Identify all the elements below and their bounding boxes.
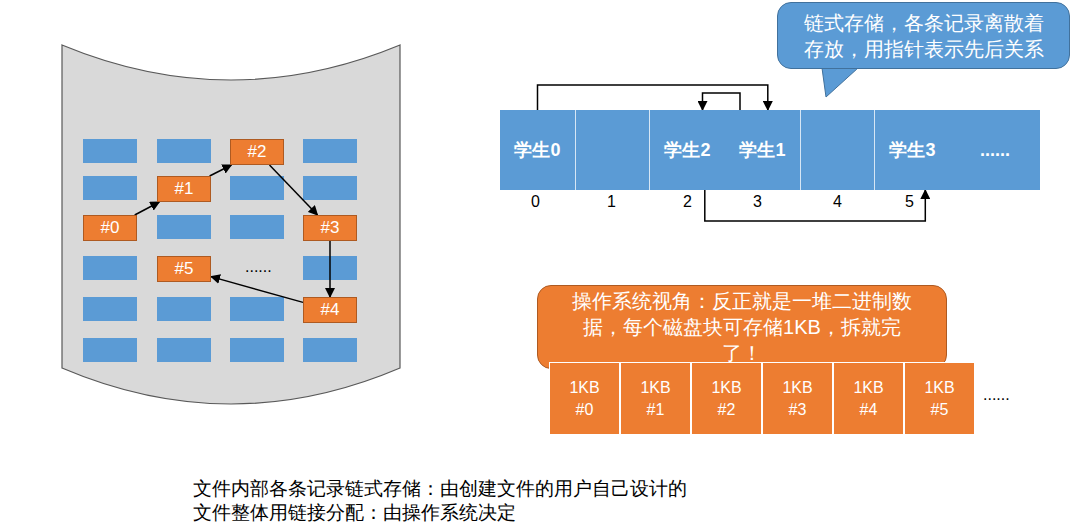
ellipsis: ...... xyxy=(245,258,272,276)
note-text: 文件内部各条记录链式存储：由创建文件的用户自己设计的 xyxy=(193,476,687,502)
node-text: ...... xyxy=(980,140,1010,161)
record-cell: ...... xyxy=(950,110,1040,190)
note-text: 文件整体用链接分配：由操作系统决定 xyxy=(193,502,516,523)
node-text: #1 xyxy=(175,179,194,199)
pointer-arrow xyxy=(211,277,303,303)
disk-block xyxy=(83,139,137,163)
node-text: 1KB #2 xyxy=(711,377,741,420)
disk-block xyxy=(83,176,137,200)
disk-block xyxy=(230,338,284,362)
disk-block xyxy=(83,256,137,280)
block-cell: 1KB #4 xyxy=(833,362,904,435)
disk-cylinder xyxy=(62,45,400,404)
block-row-frame xyxy=(549,362,975,435)
node-text: 学生3 xyxy=(889,138,935,162)
node-text: 链式存储，各条记录离散着存放，用指针表示先后关系 xyxy=(801,10,1047,62)
node-text: 1KB #3 xyxy=(782,377,812,420)
node-text: 1KB #5 xyxy=(924,377,954,420)
pointer-arrow xyxy=(705,190,926,221)
callout-bubble: 链式存储，各条记录离散着存放，用指针表示先后关系 xyxy=(777,2,1070,69)
record-cell: 学生0 xyxy=(500,110,575,190)
block-cell: 1KB #1 xyxy=(620,362,691,435)
node-text: #4 xyxy=(321,300,340,320)
pointer-arrow xyxy=(135,202,160,215)
ellipsis: ...... xyxy=(245,258,272,275)
node-text: 1KB #1 xyxy=(640,377,670,420)
disk-block-used: #3 xyxy=(303,215,357,241)
disk-block xyxy=(303,176,357,200)
disk-block xyxy=(157,215,211,239)
node-text: 操作系统视角：反正就是一堆二进制数据，每个磁盘块可存储1KB，拆就完了！ xyxy=(568,288,916,366)
disk-block-used: #2 xyxy=(230,139,284,165)
index-number: 1 xyxy=(607,193,616,210)
node-text: 学生1 xyxy=(739,138,785,162)
index-number: 4 xyxy=(833,193,842,210)
index-number: 3 xyxy=(753,193,762,210)
record-cell: 学生1 xyxy=(725,110,800,190)
disk-block-used: #4 xyxy=(303,297,357,323)
node-text: #5 xyxy=(175,259,194,279)
index-number: 2 xyxy=(683,193,692,210)
disk-block-used: #1 xyxy=(157,176,211,202)
record-cell: 学生2 xyxy=(650,110,725,190)
disk-block xyxy=(83,338,137,362)
index-number: 0 xyxy=(531,193,540,211)
ellipsis: ...... xyxy=(983,386,1010,404)
index-number: 5 xyxy=(905,193,914,210)
callout-bubble: 操作系统视角：反正就是一堆二进制数据，每个磁盘块可存储1KB，拆就完了！ xyxy=(537,285,947,369)
disk-block xyxy=(157,338,211,362)
pointer-arrow xyxy=(270,165,318,215)
callout-tail xyxy=(822,68,858,97)
index-number: 2 xyxy=(683,193,692,211)
node-text: 学生0 xyxy=(514,138,560,162)
block-cell: 1KB #5 xyxy=(904,362,975,435)
node-text: 学生2 xyxy=(664,138,710,162)
block-cell: 1KB #3 xyxy=(762,362,833,435)
disk-block xyxy=(230,176,284,200)
index-number: 3 xyxy=(753,193,762,211)
disk-block xyxy=(83,297,137,321)
node-text: #2 xyxy=(248,142,267,162)
disk-grid xyxy=(83,139,357,362)
ellipsis: ...... xyxy=(983,386,1010,403)
disk-block xyxy=(157,139,211,163)
pointer-arrow xyxy=(329,241,331,297)
index-number: 0 xyxy=(531,193,540,210)
block-cell: 1KB #0 xyxy=(549,362,620,435)
record-separators xyxy=(575,110,950,190)
disk-block xyxy=(230,215,284,239)
disk-block xyxy=(157,297,211,321)
disk-block-used: #5 xyxy=(157,256,211,282)
node-text: 1KB #0 xyxy=(569,377,599,420)
record-cell: 学生3 xyxy=(875,110,950,190)
node-text: 1KB #4 xyxy=(853,377,883,420)
pointer-arrow xyxy=(703,93,741,110)
index-number: 5 xyxy=(905,193,914,211)
node-text: #0 xyxy=(101,218,120,238)
block-cell: 1KB #2 xyxy=(691,362,762,435)
index-number: 1 xyxy=(607,193,616,211)
disk-block xyxy=(303,338,357,362)
pointer-arrow xyxy=(210,165,232,176)
node-text: #3 xyxy=(321,218,340,238)
pointer-arrow xyxy=(538,85,768,110)
note-text: 文件整体用链接分配：由操作系统决定 xyxy=(193,500,516,526)
note-text: 文件内部各条记录链式存储：由创建文件的用户自己设计的 xyxy=(193,478,687,499)
disk-block xyxy=(230,297,284,321)
record-row xyxy=(500,110,1040,190)
disk-block xyxy=(303,139,357,163)
index-number: 4 xyxy=(833,193,842,211)
disk-block-used: #0 xyxy=(83,215,137,241)
